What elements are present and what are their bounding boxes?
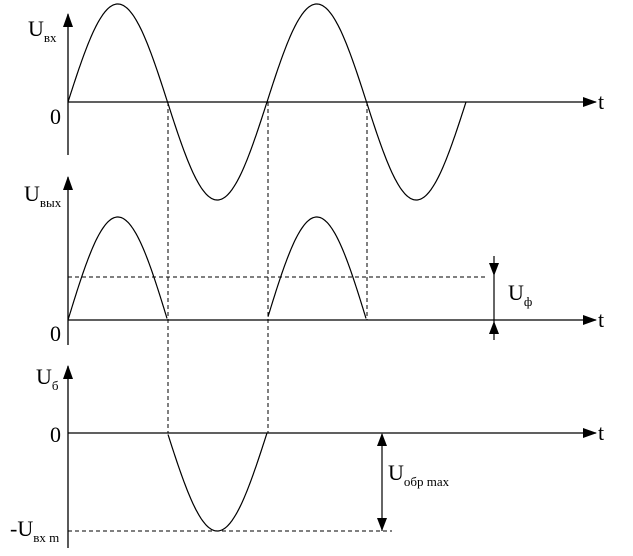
input-subscript: вх [43, 30, 57, 45]
diode-subscript: б [51, 378, 59, 393]
ripple-subscript: ф [523, 294, 533, 309]
output-voltage-label: Uвых [24, 181, 61, 210]
diode-zero-label: 0 [50, 422, 61, 447]
output-zero-label: 0 [50, 321, 61, 346]
diode-reverse-voltage-wave [167, 432, 268, 532]
diode-voltage-label: Uб [36, 364, 59, 393]
ripple-symbol: U [508, 280, 524, 305]
output-rectified-wave [67, 216, 367, 321]
output-subscript: вых [39, 195, 62, 210]
input-voltage-label: Uвх [28, 16, 57, 45]
input-symbol: U [28, 16, 44, 41]
reverse-arrow-down [377, 518, 387, 531]
ripple-arrow-down [489, 263, 499, 276]
input-sine-wave [67, 3, 467, 201]
input-zero-label: 0 [50, 104, 61, 129]
output-time-label: t [598, 307, 605, 332]
reverse-max-label: Uобр max [388, 460, 449, 489]
reverse-symbol: U [388, 460, 404, 485]
diode-symbol: U [36, 364, 52, 389]
ripple-arrow-up [489, 321, 499, 334]
diode-time-label: t [598, 420, 605, 445]
output-symbol: U [24, 181, 40, 206]
diode-min-label: -Uвх m [10, 516, 59, 545]
reverse-subscript: обр max [403, 474, 450, 489]
reverse-arrow-up [377, 433, 387, 446]
diode-min-prefix: -U [10, 516, 34, 541]
ripple-voltage-label: Uф [508, 280, 532, 309]
input-time-label: t [598, 89, 605, 114]
diode-min-subscript: вх m [33, 530, 60, 545]
